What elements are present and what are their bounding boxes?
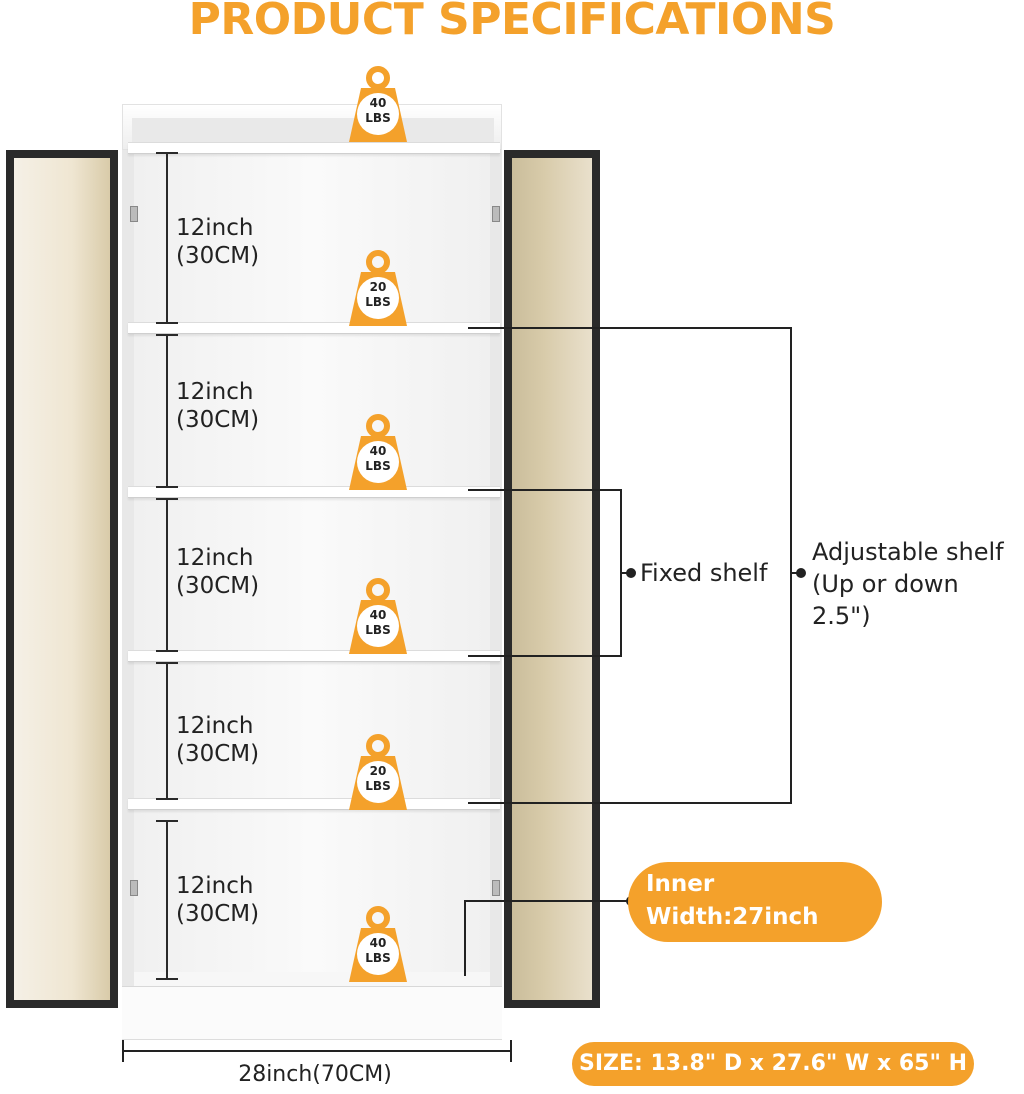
fixed-shelf-bracket-top [468, 489, 622, 491]
overall-width-label: 28inch(70CM) [238, 1062, 392, 1087]
compartment-height-3: 12inch(30CM) [176, 545, 260, 599]
inner-dimensions-badge: Inner Width:27inch Inner Depth:13inch [628, 862, 882, 996]
shelf-adjustable-2 [128, 650, 500, 662]
dimension-line [166, 820, 168, 980]
cabinet-left-side [122, 148, 134, 1028]
dimension-tick [156, 820, 178, 822]
fixed-shelf-bracket-vertical [620, 489, 622, 657]
size-badge: SIZE: 13.8" D x 27.6" W x 65" H [572, 1042, 974, 1086]
hinge-icon [492, 206, 500, 222]
dimension-tick [156, 486, 178, 488]
dimension-line [166, 152, 168, 324]
cabinet-back-panel [134, 152, 492, 972]
width-dimension-tick-right [510, 1040, 512, 1062]
dimension-tick [156, 322, 178, 324]
dimension-tick [156, 152, 178, 154]
compartment-height-5: 12inch(30CM) [176, 873, 260, 927]
right-door-glass [512, 158, 592, 1000]
dimension-tick [156, 334, 178, 336]
width-dimension-tick-left [122, 1040, 124, 1062]
fixed-shelf-label: Fixed shelf [640, 559, 768, 587]
dimension-tick [156, 662, 178, 664]
adjustable-shelf-dot-icon [796, 568, 806, 578]
cabinet-base [122, 986, 502, 1040]
fixed-shelf-leader [622, 572, 630, 574]
adjustable-shelf-bracket-vertical [790, 327, 792, 804]
cabinet-top-shelf [128, 142, 500, 154]
shelf-adjustable-1 [128, 322, 500, 334]
adjustable-shelf-bracket-bottom [468, 802, 792, 804]
shelf-adjustable-3 [128, 798, 500, 810]
hinge-icon [492, 880, 500, 896]
cabinet-right-side [490, 148, 502, 1028]
dimension-tick [156, 498, 178, 500]
left-door-glass [14, 158, 110, 1000]
dimension-tick [156, 650, 178, 652]
fixed-shelf-bracket-bottom [468, 655, 622, 657]
dimension-tick [156, 798, 178, 800]
right-glass-door [504, 150, 600, 1008]
dimension-line [166, 498, 168, 652]
compartment-height-2: 12inch(30CM) [176, 379, 260, 433]
fixed-shelf-dot-icon [626, 568, 636, 578]
dimension-line [166, 334, 168, 488]
shelf-fixed [128, 486, 500, 498]
inner-dim-leader-vertical [464, 900, 466, 976]
hinge-icon [130, 880, 138, 896]
adjustable-shelf-bracket-top [468, 327, 792, 329]
dimension-tick [156, 978, 178, 980]
adjustable-shelf-leader [792, 572, 800, 574]
adjustable-shelf-label: Adjustable shelf (Up or down 2.5") [812, 538, 1004, 630]
hinge-icon [130, 206, 138, 222]
compartment-height-1: 12inch(30CM) [176, 215, 260, 269]
width-dimension-line [122, 1050, 512, 1052]
compartment-height-4: 12inch(30CM) [176, 713, 260, 767]
left-glass-door [6, 150, 118, 1008]
dimension-line [166, 662, 168, 800]
inner-dim-leader-horizontal [464, 900, 630, 902]
page-title: PRODUCT SPECIFICATIONS [188, 0, 836, 45]
